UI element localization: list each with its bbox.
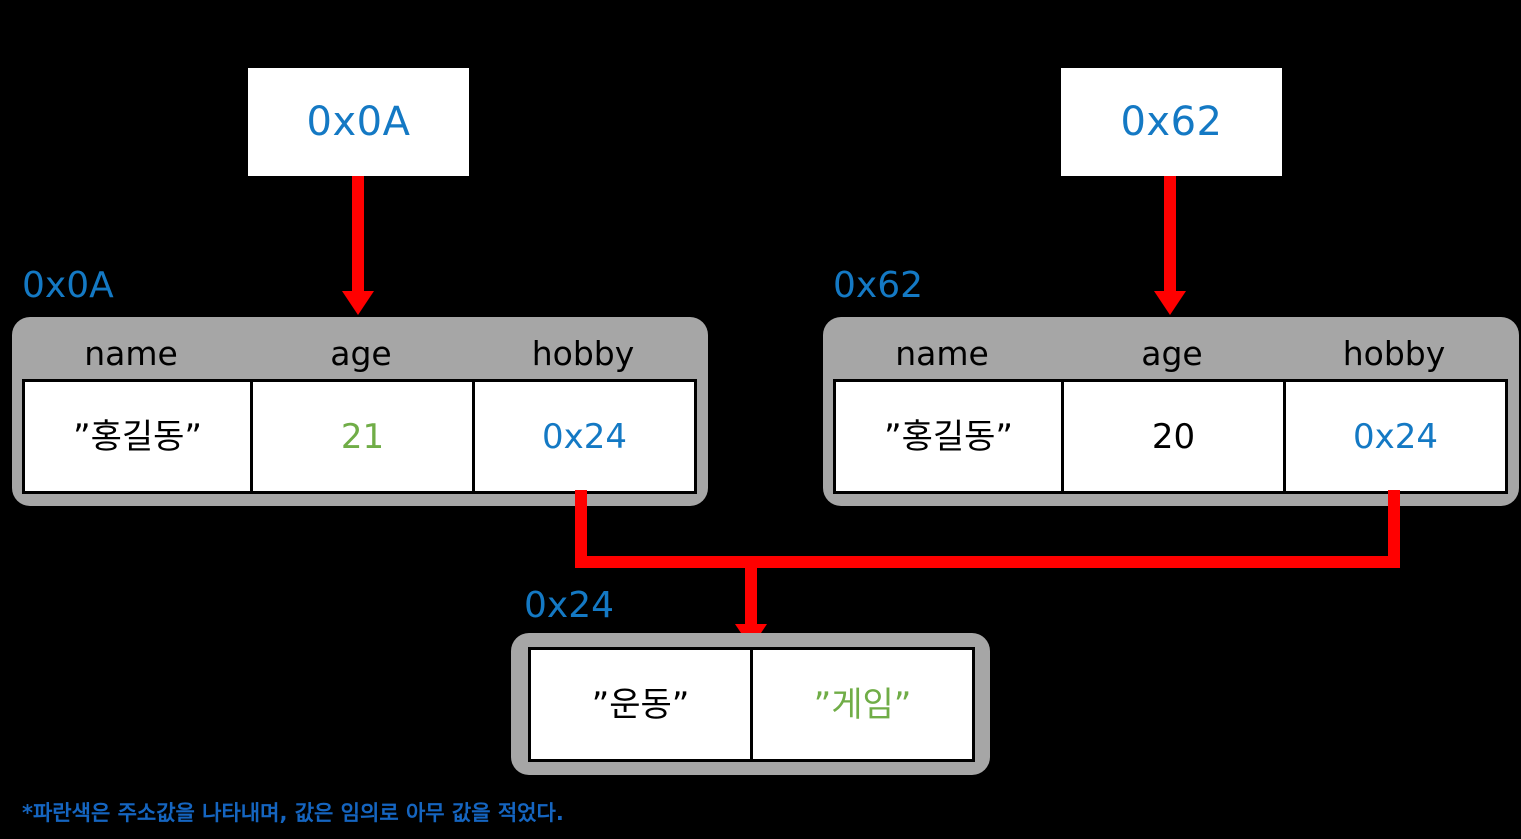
struct-card-left: name age hobby ”홍길동” 21 0x24 [12,317,708,506]
connector-left-hobby-down [575,490,587,568]
arrow-shaft-left-pointer [352,176,364,293]
arrow-head-left-pointer [342,291,374,315]
address-label-array: 0x24 [524,585,615,626]
struct-left-cell-name: ”홍길동” [25,382,253,491]
struct-right-header-name: name [895,333,989,373]
arrow-head-right-pointer [1154,291,1186,315]
array-cell-0: ”운동” [531,650,753,759]
pointer-box-right-value: 0x62 [1120,99,1223,145]
struct-right-header-row: name age hobby [823,317,1519,375]
address-label-struct-left: 0x0A [22,265,114,306]
connector-join-horizontal [575,556,1400,568]
array-card: ”운동” ”게임” [511,633,990,775]
struct-right-cell-name: ”홍길동” [836,382,1064,491]
arrow-shaft-right-pointer [1164,176,1176,293]
pointer-box-left: 0x0A [248,68,469,176]
connector-array-shaft [745,556,757,628]
address-label-struct-right: 0x62 [833,265,924,306]
pointer-box-left-value: 0x0A [306,99,411,145]
struct-left-value-row: ”홍길동” 21 0x24 [22,379,697,494]
array-cell-1: ”게임” [813,684,912,725]
struct-left-cell-hobby: 0x24 [541,416,628,457]
struct-right-cell-age: 20 [1064,382,1286,491]
struct-left-header-row: name age hobby [12,317,708,375]
struct-left-cell-age: 21 [253,382,475,491]
connector-right-hobby-down [1388,490,1400,568]
struct-right-header-age: age [1141,333,1203,373]
struct-card-right: name age hobby ”홍길동” 20 0x24 [823,317,1519,506]
struct-right-header-hobby: hobby [1342,333,1446,373]
struct-left-header-hobby: hobby [531,333,635,373]
struct-left-header-age: age [330,333,392,373]
footnote-text: *파란색은 주소값을 나타내며, 값은 임의로 아무 값을 적었다. [22,801,564,825]
pointer-box-right: 0x62 [1061,68,1282,176]
struct-right-value-row: ”홍길동” 20 0x24 [833,379,1508,494]
struct-right-cell-hobby: 0x24 [1352,416,1439,457]
array-value-row: ”운동” ”게임” [528,647,975,762]
struct-left-header-name: name [84,333,178,373]
